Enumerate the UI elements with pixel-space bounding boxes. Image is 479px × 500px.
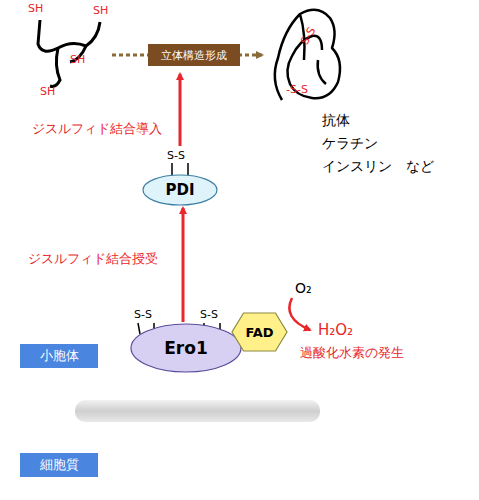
disulfide-stick [172,163,188,176]
node-text: 小胞体 [40,347,79,365]
label-box: 細胞質 [20,453,98,477]
text-label: SH [28,3,43,16]
node-text: FAD [245,325,273,340]
node-text: Ero1 [164,338,208,358]
protein-ellipse: PDI [142,174,218,206]
oxygen-arrow [289,298,310,330]
protein-ellipse: Ero1 [130,323,242,373]
text-label: ジスルフィド結合授受 [28,252,158,267]
text-label: S-S [134,309,152,322]
text-label: SH [93,5,108,18]
text-label: 抗体 [322,112,350,128]
folded-protein [275,10,340,100]
transfer-arrow [182,208,185,322]
node-text: 細胞質 [40,456,79,474]
text-label: H₂O₂ [318,322,353,339]
text-label: S-S [200,309,218,322]
polypeptide-tail [50,46,86,86]
node-text: PDI [165,181,194,199]
text-label: ケラチン [322,135,378,151]
text-label: ジスルフィド結合導入 [32,122,162,137]
text-label: O₂ [295,280,312,296]
text-label: SH [40,86,55,99]
text-label: S-S [167,150,185,163]
node-text: 立体構造形成 [161,48,227,63]
cofactor-hexagon: FAD [231,312,288,352]
er-membrane [75,400,320,422]
text-label: 過酸化水素の発生 [300,346,404,361]
label-box: 小胞体 [20,344,98,368]
text-label: インスリン など [322,158,434,174]
polypeptide-chain [38,20,100,51]
text-label: -S-S [286,84,308,97]
introduction-arrow [179,74,182,146]
label-box: 立体構造形成 [148,44,240,66]
text-label: SH [70,54,85,67]
